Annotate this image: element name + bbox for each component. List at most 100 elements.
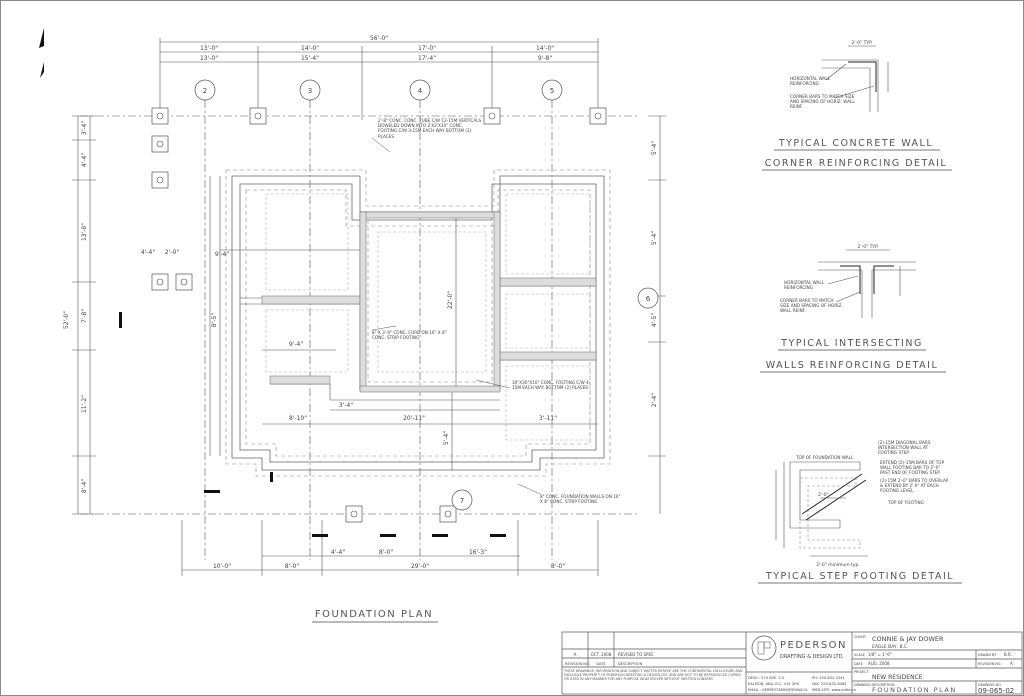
svg-text:REVISION NO.: REVISION NO. bbox=[978, 662, 1001, 666]
grid-bubble: 3 bbox=[299, 79, 321, 101]
plan-dimensions: 56'-0" 13'-0" 14'-0" 17'-0" 14'-0" 13'-0… bbox=[63, 35, 658, 570]
hatched-curbs bbox=[261, 211, 597, 393]
svg-text:FAX: 250-832-6484: FAX: 250-832-6484 bbox=[812, 682, 847, 686]
svg-text:10'-0": 10'-0" bbox=[213, 563, 231, 570]
grid-bubbles: 2 3 4 5 6 7 bbox=[194, 79, 659, 511]
svg-text:4: 4 bbox=[418, 87, 423, 95]
grid-bubble: 7 bbox=[451, 489, 473, 511]
svg-text:2'-0": 2'-0" bbox=[818, 492, 829, 498]
svg-text:FOUNDATION PLAN: FOUNDATION PLAN bbox=[872, 686, 957, 694]
svg-text:9'-4": 9'-4" bbox=[215, 251, 229, 258]
company-subtitle: DRAFTING & DESIGN LTD. bbox=[780, 654, 844, 660]
detail-corner-reinforcing: 2'-0" TYP. HORIZONTAL WALL REINFORCING C… bbox=[762, 40, 952, 171]
svg-text:56'-0": 56'-0" bbox=[370, 35, 388, 42]
svg-text:4'-4": 4'-4" bbox=[141, 249, 155, 256]
svg-text:16'-3": 16'-3" bbox=[469, 549, 487, 556]
svg-text:8'-0": 8'-0" bbox=[379, 549, 393, 556]
svg-text:TOP OF FOOTING: TOP OF FOOTING bbox=[887, 500, 924, 505]
svg-text:4'-5": 4'-5" bbox=[651, 313, 658, 327]
svg-text:DRAWING NO.: DRAWING NO. bbox=[978, 683, 1002, 687]
detail-title: TYPICAL STEP FOOTING DETAIL bbox=[765, 571, 954, 582]
grid-bubble: 6 bbox=[637, 287, 659, 309]
svg-text:2'-0" minimum typ.: 2'-0" minimum typ. bbox=[816, 562, 860, 568]
svg-text:5'-4": 5'-4" bbox=[651, 231, 658, 245]
disclaimer: THESE DRAWINGS, INFORMATION AND SUBJECT … bbox=[564, 669, 743, 681]
svg-text:17'-0": 17'-0" bbox=[418, 45, 436, 52]
svg-text:2'-0": 2'-0" bbox=[165, 249, 179, 256]
svg-text:2'-0" TYP.: 2'-0" TYP. bbox=[851, 40, 872, 46]
svg-text:1/8" = 1'-0": 1/8" = 1'-0" bbox=[868, 652, 892, 657]
detail-intersecting-walls: 2'-0" TYP. HORIZONTAL WALL REINFORCING C… bbox=[760, 244, 946, 373]
svg-text:DESCRIPTION: DESCRIPTION bbox=[618, 662, 643, 666]
svg-text:DATE: DATE bbox=[854, 662, 863, 666]
svg-text:KALMON, ABA. B.C. V1E 3H4: KALMON, ABA. B.C. V1E 3H4 bbox=[748, 682, 800, 686]
svg-text:4'-4": 4'-4" bbox=[81, 153, 88, 167]
svg-text:REVISION NO.: REVISION NO. bbox=[565, 662, 590, 666]
svg-text:2'-4": 2'-4" bbox=[651, 393, 658, 407]
grid-bubble: 4 bbox=[409, 79, 431, 101]
svg-text:8'-4": 8'-4" bbox=[81, 479, 88, 493]
svg-text:TOP OF FOUNDATION WALL: TOP OF FOUNDATION WALL bbox=[795, 455, 854, 460]
svg-text:NEW RESIDENCE: NEW RESIDENCE bbox=[872, 674, 923, 681]
company-name: PEDERSON bbox=[780, 640, 847, 651]
svg-text:8'-5": 8'-5" bbox=[211, 313, 218, 327]
detail-title: TYPICAL CONCRETE WALL bbox=[778, 138, 933, 149]
pad-footings bbox=[151, 107, 607, 523]
svg-text:2: 2 bbox=[203, 87, 207, 95]
revision-table: A OCT. 2008 REVISED TO SPEC REVISION NO.… bbox=[565, 652, 654, 666]
svg-text:A: A bbox=[1010, 661, 1013, 666]
svg-text:17'-4": 17'-4" bbox=[418, 55, 436, 62]
detail-title: WALLS REINFORCING DETAIL bbox=[766, 360, 939, 371]
svg-text:5: 5 bbox=[550, 87, 554, 95]
svg-text:7'-8": 7'-8" bbox=[81, 309, 88, 323]
svg-text:7: 7 bbox=[460, 497, 464, 505]
svg-text:WEB SITE: www.pdltd.ca: WEB SITE: www.pdltd.ca bbox=[812, 688, 856, 692]
svg-text:3: 3 bbox=[308, 87, 312, 95]
note-concrete-tube: 2'-8" CONC. CONC. TUBE C/W 12-15M VERTIC… bbox=[378, 118, 481, 139]
title-block bbox=[561, 631, 1023, 695]
svg-text:A: A bbox=[574, 652, 577, 657]
svg-text:5'-4": 5'-4" bbox=[443, 431, 450, 445]
svg-text:2'-0" TYP.: 2'-0" TYP. bbox=[857, 244, 878, 250]
svg-text:PROJECT: PROJECT bbox=[854, 670, 870, 674]
svg-text:3'-11": 3'-11" bbox=[539, 415, 557, 422]
svg-text:20'-11": 20'-11" bbox=[403, 415, 425, 422]
detail-step-footing: 2'-0" 2'-0" minimum typ. TOP OF FOUNDATI… bbox=[758, 440, 962, 584]
svg-text:DRAWN BY: DRAWN BY bbox=[978, 653, 997, 657]
svg-text:EAGLE BAY, B.C.: EAGLE BAY, B.C. bbox=[872, 644, 909, 650]
detail-label: EXTEND (2)-15M BARS OF TOP WALL FOOTING … bbox=[880, 460, 944, 475]
svg-text:DATE: DATE bbox=[596, 662, 606, 666]
svg-text:DRAWING DESCRIPTION: DRAWING DESCRIPTION bbox=[854, 683, 895, 687]
svg-text:22'-0": 22'-0" bbox=[447, 291, 454, 309]
plan-notes bbox=[371, 137, 541, 495]
svg-text:15'-4": 15'-4" bbox=[301, 55, 319, 62]
svg-text:9'-4": 9'-4" bbox=[289, 341, 303, 348]
svg-text:9'-8": 9'-8" bbox=[538, 55, 552, 62]
detail-label: CORNER BARS TO MATCH SIZE AND SPACING OF… bbox=[790, 94, 855, 109]
detail-title: CORNER REINFORCING DETAIL bbox=[765, 158, 947, 169]
section-marks bbox=[119, 312, 506, 537]
svg-text:52'-0": 52'-0" bbox=[63, 311, 70, 329]
svg-text:4'-4": 4'-4" bbox=[331, 549, 345, 556]
svg-text:AUG. 2008: AUG. 2008 bbox=[868, 661, 890, 666]
svg-text:13'-0": 13'-0" bbox=[200, 45, 218, 52]
svg-text:PH: 250-832-3341: PH: 250-832-3341 bbox=[812, 676, 845, 680]
detail-title: TYPICAL INTERSECTING bbox=[780, 338, 923, 349]
svg-text:EMAIL : KERRESTAMIS@SHAW.CA: EMAIL : KERRESTAMIS@SHAW.CA bbox=[748, 688, 808, 692]
company-logo bbox=[751, 635, 777, 661]
svg-text:DESK : 574 AVE. S.S.: DESK : 574 AVE. S.S. bbox=[748, 676, 785, 680]
svg-text:OCT. 2008: OCT. 2008 bbox=[591, 652, 612, 657]
plan-title: FOUNDATION PLAN bbox=[315, 609, 433, 620]
detail-label: CORNER BARS TO MATCH SIZE AND SPACING OF… bbox=[780, 298, 843, 313]
svg-text:SCALE: SCALE bbox=[854, 653, 865, 657]
svg-text:11'-2": 11'-2" bbox=[81, 395, 88, 413]
company-contact: DESK : 574 AVE. S.S. KALMON, ABA. B.C. V… bbox=[748, 676, 856, 692]
svg-text:CLIENT: CLIENT bbox=[854, 635, 867, 639]
svg-text:14'-0": 14'-0" bbox=[536, 45, 554, 52]
svg-text:14'-0": 14'-0" bbox=[301, 45, 319, 52]
svg-text:8'-0": 8'-0" bbox=[285, 563, 299, 570]
detail-label: HORIZONTAL WALL REINFORCING bbox=[790, 76, 830, 86]
svg-text:5'-4": 5'-4" bbox=[651, 141, 658, 155]
detail-label: HORIZONTAL WALL REINFORCING bbox=[784, 280, 824, 290]
